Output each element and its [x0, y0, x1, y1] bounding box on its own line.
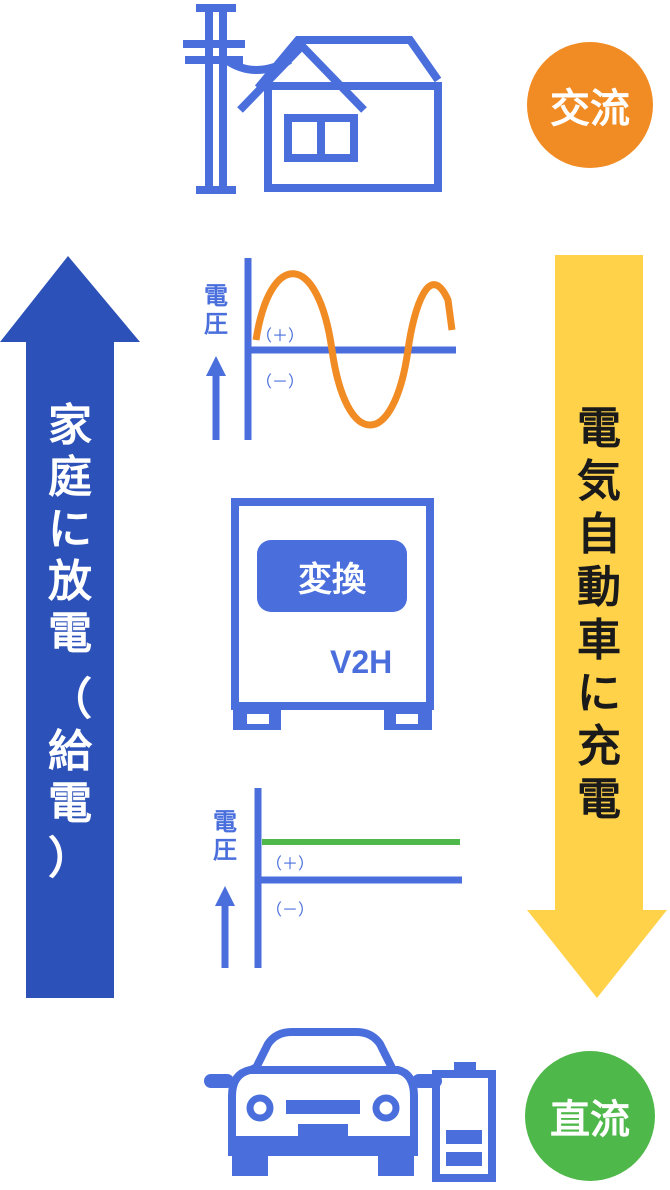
ac-axis-label: 電 圧 [198, 284, 234, 336]
discharge-arrow-text: 家 庭 に 放 電 （ 給 電 [44, 404, 96, 826]
discharge-char: 給 [48, 726, 92, 777]
ac-up-arrow-icon [206, 356, 226, 440]
charge-char: 動 [577, 562, 621, 613]
dc-up-arrow-icon [215, 886, 235, 968]
charge-char: 電 [577, 403, 621, 454]
charge-arrow-text: 電 気 自 動 車 に 充 電 [573, 407, 625, 822]
ac-badge: 交流 [527, 42, 653, 168]
charge-char: 自 [577, 509, 621, 560]
charge-char: 充 [577, 721, 621, 772]
car-icon [204, 1028, 442, 1176]
dc-axis-label-char: 圧 [213, 836, 237, 864]
charge-char: に [577, 668, 621, 719]
dc-axis-label: 電 圧 [207, 810, 243, 862]
ac-badge-label: 交流 [550, 86, 630, 132]
ac-minus-label: （－） [256, 372, 305, 391]
dc-axis-label-char: 電 [213, 808, 237, 836]
utility-pole-icon [183, 4, 292, 194]
discharge-char: 庭 [48, 452, 92, 503]
v2h-label: V2H [330, 644, 393, 680]
discharge-char: に [48, 504, 92, 555]
ac-axis-label-char: 圧 [204, 310, 228, 338]
battery-icon [432, 1062, 496, 1182]
charge-char: 車 [577, 615, 621, 666]
charge-char: 気 [577, 456, 621, 507]
convert-label: 変換 [298, 559, 366, 600]
ac-plus-label: （＋） [256, 326, 305, 345]
discharge-char: 電 [48, 778, 92, 829]
discharge-char: 家 [48, 400, 92, 451]
dc-plus-label: （＋） [266, 854, 315, 873]
discharge-char: 放 [48, 556, 92, 607]
ac-sine-wave [252, 270, 456, 429]
discharge-char: （ [48, 674, 92, 725]
convert-button: 変換 [257, 540, 407, 612]
dc-minus-label: （－） [266, 900, 315, 919]
dc-badge-label: 直流 [550, 1097, 630, 1143]
dc-badge: 直流 [525, 1051, 655, 1181]
discharge-char-close-paren: ） [48, 833, 92, 884]
discharge-char: 電 [48, 608, 92, 659]
charge-char: 電 [577, 774, 621, 825]
ac-axis-label-char: 電 [204, 282, 228, 310]
house-icon [237, 36, 442, 192]
